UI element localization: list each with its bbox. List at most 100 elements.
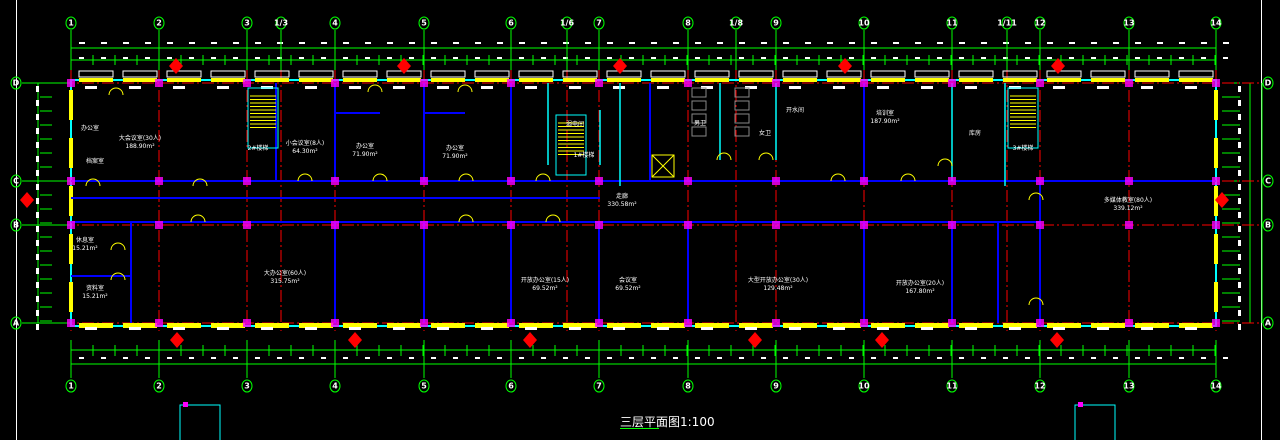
door-swing xyxy=(758,152,774,161)
grid-bubble-circle xyxy=(10,316,22,330)
dimension-text xyxy=(651,357,656,359)
window-tag xyxy=(657,327,669,330)
structural-column xyxy=(331,319,339,327)
window-top xyxy=(79,78,113,82)
grid-bubble-label: 8 xyxy=(685,19,691,28)
window-top xyxy=(563,78,597,82)
window-sill xyxy=(914,70,950,78)
dimension-text xyxy=(211,42,217,44)
grid-bubble-label: 3 xyxy=(244,382,250,391)
window-side xyxy=(69,186,73,216)
dimension-text xyxy=(783,57,788,59)
window-tag xyxy=(833,327,845,330)
window-bottom xyxy=(431,323,465,328)
room-name: 弱电间 xyxy=(566,120,584,128)
grid-bubble-top: 13 xyxy=(1123,16,1135,30)
structural-column xyxy=(684,79,692,87)
dimension-text xyxy=(827,57,832,59)
structural-column xyxy=(860,79,868,87)
dimension-text xyxy=(321,57,326,59)
dimension-text xyxy=(233,42,239,44)
structural-column xyxy=(155,79,163,87)
window-top xyxy=(607,78,641,82)
window-bottom xyxy=(475,323,509,328)
window-bottom xyxy=(1003,323,1037,328)
window-tag xyxy=(393,327,405,330)
grid-bubble-label: 7 xyxy=(596,19,602,28)
room-name: 会议室 xyxy=(619,276,637,284)
room-area: 187.90m² xyxy=(870,118,900,125)
dimension-text xyxy=(1047,357,1052,359)
grid-bubble-circle xyxy=(858,16,870,30)
door-swing xyxy=(85,178,101,187)
dimension-text xyxy=(1091,42,1097,44)
grid-bubble-circle xyxy=(418,379,430,393)
staircase xyxy=(1007,87,1039,149)
section-marker xyxy=(748,332,762,348)
grid-bubble-circle xyxy=(10,174,22,188)
grid-bubble-top: 1/6 xyxy=(560,16,574,30)
window-bottom xyxy=(299,323,333,328)
grid-bubble-top: 6 xyxy=(505,16,517,30)
dimension-text xyxy=(387,42,393,44)
dimension-text xyxy=(453,42,459,44)
grid-bubble-bottom: 13 xyxy=(1123,379,1135,393)
window-top xyxy=(299,78,333,82)
structural-column xyxy=(595,319,603,327)
structural-column xyxy=(860,177,868,185)
room-name: 走廊 xyxy=(616,192,628,200)
window-bottom xyxy=(1091,323,1125,328)
window-tag xyxy=(1185,86,1197,89)
grid-bubble-circle xyxy=(561,16,573,30)
room-area: 188.90m² xyxy=(125,143,155,150)
dimension-text xyxy=(1238,128,1241,134)
grid-bubble-label: 10 xyxy=(858,382,870,391)
dimension-text xyxy=(189,42,195,44)
grid-bubble-bottom: 2 xyxy=(153,379,165,393)
dimension-text xyxy=(211,357,216,359)
structural-column xyxy=(595,79,603,87)
dimension-text xyxy=(255,57,260,59)
grid-bubble-top: 11 xyxy=(946,16,958,30)
structural-column xyxy=(595,177,603,185)
window-sill xyxy=(122,70,158,78)
grid-bubble-label: 3 xyxy=(244,19,250,28)
dimension-text xyxy=(343,357,348,359)
window-top xyxy=(915,78,949,82)
window-top xyxy=(651,78,685,82)
dimension-text xyxy=(541,42,547,44)
window-sill xyxy=(342,70,378,78)
dimension-text xyxy=(365,357,370,359)
detail-callout-column xyxy=(1078,402,1083,407)
door-swing xyxy=(367,84,383,93)
toilet-stall xyxy=(734,87,750,98)
dimension-text xyxy=(1238,282,1241,288)
section-marker xyxy=(1051,58,1065,74)
grid-bubble-label: 1 xyxy=(68,19,74,28)
dimension-text xyxy=(277,57,282,59)
dimension-text xyxy=(761,357,766,359)
dimension-text xyxy=(761,57,766,59)
dimension-text xyxy=(101,357,106,359)
dimension-text xyxy=(36,296,39,302)
dimension-text xyxy=(805,357,810,359)
dimension-text xyxy=(36,100,39,106)
grid-bubble-top: 5 xyxy=(418,16,430,30)
dimension-text xyxy=(937,42,943,44)
dimension-text xyxy=(607,42,613,44)
dimension-text xyxy=(695,357,700,359)
door-swing xyxy=(830,173,846,182)
dimension-text xyxy=(233,357,238,359)
grid-bubble-top: 3 xyxy=(241,16,253,30)
grid-bubble-circle xyxy=(1034,16,1046,30)
section-marker xyxy=(523,332,537,348)
dimension-text xyxy=(233,57,238,59)
dimension-text xyxy=(497,42,503,44)
dimension-text xyxy=(1025,357,1030,359)
dimension-text xyxy=(101,42,107,44)
dimension-text xyxy=(36,254,39,260)
dimension-text xyxy=(431,42,437,44)
window-top xyxy=(343,78,377,82)
dimension-text xyxy=(36,184,39,190)
